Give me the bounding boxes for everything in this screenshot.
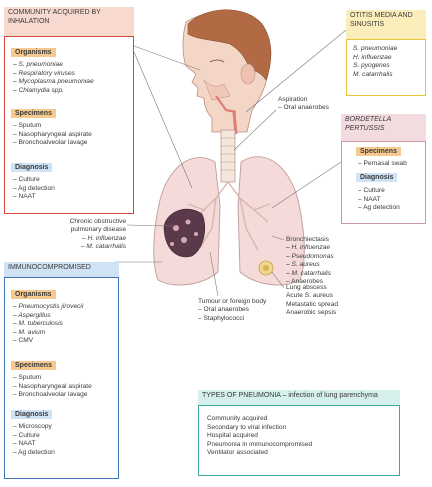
list-item: – M. tuberculosis	[13, 320, 63, 328]
list-item: – Microscopy	[13, 423, 52, 430]
list-item: – Nasopharyngeal aspirate	[13, 382, 92, 390]
bronchiectasis-title: Bronchiectasis	[286, 236, 329, 243]
immunocompromised-panel: IMMUNOCOMPROMISED Organisms – Pneumocyst…	[4, 262, 119, 479]
lungs-illustration	[153, 156, 305, 286]
immuno-organisms-tag: Organisms	[11, 290, 56, 299]
copd-line: – M. catarrhalis	[80, 243, 126, 251]
community-organisms-list: – S. pneumoniae – Respiratory viruses – …	[13, 61, 94, 95]
aspiration-title: Aspiration	[278, 96, 308, 103]
list-item: – Culture	[358, 187, 385, 194]
types-list: Community acquired Secondary to viral in…	[207, 415, 312, 458]
list-item: – Pneumocystis jirovecii	[13, 303, 84, 310]
otitis-title: OTITIS MEDIA AND SINUSITIS	[346, 10, 426, 40]
tumour-label: Tumour or foreign body – Oral anaerobes …	[198, 298, 266, 323]
bronchiectasis-item: – M. catarrhalis	[286, 269, 332, 277]
lung-abscess-label: Lung abscess Acute S. aureus Metastatic …	[286, 284, 338, 318]
aspiration-organism: – Oral anaerobes	[278, 104, 329, 112]
list-item: – NAAT	[13, 440, 36, 448]
trachea-illustration	[220, 129, 236, 183]
abscess-line: Metastatic spread	[286, 300, 339, 308]
list-item: – Bronchoalveolar lavage	[13, 391, 88, 399]
copd-line: – H. influenzae	[82, 234, 126, 242]
bronchiectasis-item: – S. aureus	[286, 261, 320, 269]
list-item: Ventilator associated	[207, 449, 268, 457]
immuno-specimens-tag: Specimens	[11, 361, 56, 370]
immuno-diagnosis-list: – Microscopy – Culture – NAAT – Ag detec…	[13, 423, 55, 457]
list-item: – Ag detection	[358, 204, 400, 212]
bronchiectasis-item: – H. influenzae	[286, 244, 330, 252]
leader-lines	[115, 29, 347, 297]
list-item: – Nasopharyngeal aspirate	[13, 130, 92, 138]
community-acquired-panel: COMMUNITY ACQUIRED BY INHALATION Organis…	[4, 7, 134, 214]
list-item: – M. avium	[13, 328, 46, 336]
bronchiectasis-item: – Anaerobes	[286, 278, 324, 286]
list-item: – Sputum	[13, 374, 42, 381]
community-organisms-tag: Organisms	[11, 48, 56, 57]
bordetella-diagnosis-list: – Culture – NAAT – Ag detection	[358, 187, 400, 213]
immunocompromised-title: IMMUNOCOMPROMISED	[4, 262, 119, 278]
list-item: – NAAT	[13, 193, 36, 201]
community-specimens-list: – Sputum – Nasopharyngeal aspirate – Bro…	[13, 122, 92, 148]
bordetella-diagnosis-tag: Diagnosis	[356, 173, 398, 182]
abscess-line: Anaerobic sepsis	[286, 309, 337, 317]
list-item: Community acquired	[207, 415, 268, 422]
community-diagnosis-tag: Diagnosis	[11, 163, 53, 172]
community-specimens-tag: Specimens	[11, 109, 56, 118]
list-item: – Mycoplasma pneumoniae	[13, 78, 94, 86]
abscess-line: Acute S. aureus	[286, 292, 333, 300]
list-item: H. influenzae	[353, 53, 392, 61]
list-item: Secondary to viral infection	[207, 423, 287, 431]
list-item: – Sputum	[13, 122, 42, 129]
list-item: S. pneumoniae	[353, 45, 398, 52]
copd-label: Chronic obstructive pulmonary disease – …	[46, 218, 126, 252]
bordetella-specimens-list: – Pernasal swab	[358, 160, 407, 169]
list-item: – Pernasal swab	[358, 160, 407, 167]
types-title: TYPES OF PNEUMONIA – infection of lung p…	[198, 390, 400, 406]
types-of-pneumonia-panel: TYPES OF PNEUMONIA – infection of lung p…	[198, 390, 400, 476]
bronchiectasis-label: Bronchiectasis – H. influenzae – Pseudom…	[286, 236, 334, 286]
list-item: S. pyogenes	[353, 62, 390, 70]
copd-line: pulmonary disease	[70, 226, 126, 234]
list-item: – Respiratory viruses	[13, 69, 75, 77]
list-item: – Aspergillus	[13, 311, 51, 319]
immuno-diagnosis-tag: Diagnosis	[11, 410, 53, 419]
tumour-line: – Staphylococci	[198, 314, 245, 322]
immuno-specimens-list: – Sputum – Nasopharyngeal aspirate – Bro…	[13, 374, 92, 400]
abscess-line: Lung abscess	[286, 284, 327, 291]
list-item: – CMV	[13, 337, 34, 345]
bordetella-title: BORDETELLA PERTUSSIS	[341, 114, 426, 142]
tumour-line: – Oral anaerobes	[198, 306, 249, 314]
list-item: – Bronchoalveolar lavage	[13, 139, 88, 147]
community-acquired-title: COMMUNITY ACQUIRED BY INHALATION	[4, 7, 134, 37]
aspiration-label: Aspiration – Oral anaerobes	[278, 96, 329, 113]
tumour-line: Tumour or foreign body	[198, 298, 267, 305]
copd-line: Chronic obstructive	[69, 218, 126, 225]
otitis-organisms-list: S. pneumoniae H. influenzae S. pyogenes …	[353, 45, 397, 79]
list-item: Pneumonia in immunocompromised	[207, 440, 313, 448]
immuno-organisms-list: – Pneumocystis jirovecii – Aspergillus –…	[13, 303, 83, 346]
list-item: – Ag detection	[13, 184, 55, 192]
list-item: – Ag detection	[13, 448, 55, 456]
bordetella-panel: BORDETELLA PERTUSSIS Specimens – Pernasa…	[341, 114, 426, 224]
list-item: – Culture	[13, 176, 40, 183]
list-item: – Culture	[13, 431, 40, 439]
bordetella-specimens-tag: Specimens	[356, 147, 401, 156]
community-diagnosis-list: – Culture – Ag detection – NAAT	[13, 176, 55, 202]
list-item: – Chlamydia spp.	[13, 86, 64, 94]
list-item: Hospital acquired	[207, 432, 258, 440]
list-item: – NAAT	[358, 195, 381, 203]
bronchiectasis-item: – Pseudomonas	[286, 252, 334, 260]
list-item: – S. pneumoniae	[13, 61, 63, 68]
list-item: M. catarrhalis	[353, 70, 393, 78]
head-illustration	[182, 9, 272, 135]
otitis-panel: OTITIS MEDIA AND SINUSITIS S. pneumoniae…	[346, 10, 426, 96]
